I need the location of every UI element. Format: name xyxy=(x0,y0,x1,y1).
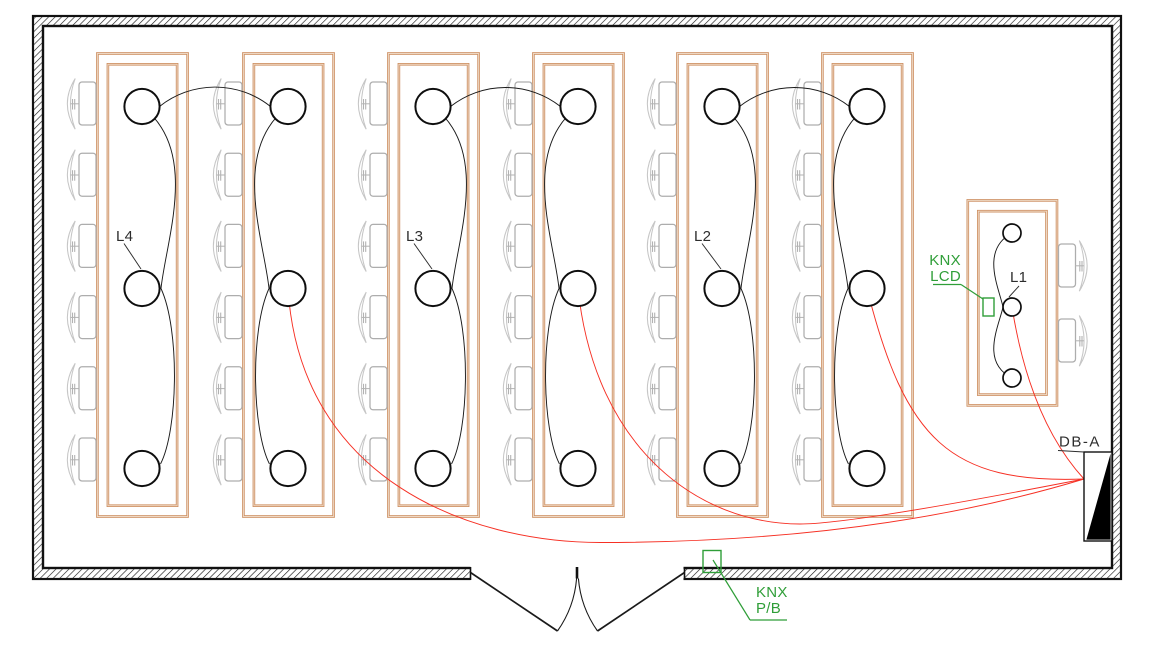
svg-text:L4: L4 xyxy=(116,228,133,245)
svg-text:LCD: LCD xyxy=(930,268,961,285)
svg-text:L3: L3 xyxy=(406,228,423,245)
svg-text:L1: L1 xyxy=(1010,269,1027,286)
svg-text:KNX: KNX xyxy=(929,252,961,269)
svg-text:KNX: KNX xyxy=(756,584,788,601)
svg-text:DB-A: DB-A xyxy=(1059,434,1101,451)
svg-text:L2: L2 xyxy=(694,228,711,245)
svg-text:P/B: P/B xyxy=(756,600,781,617)
